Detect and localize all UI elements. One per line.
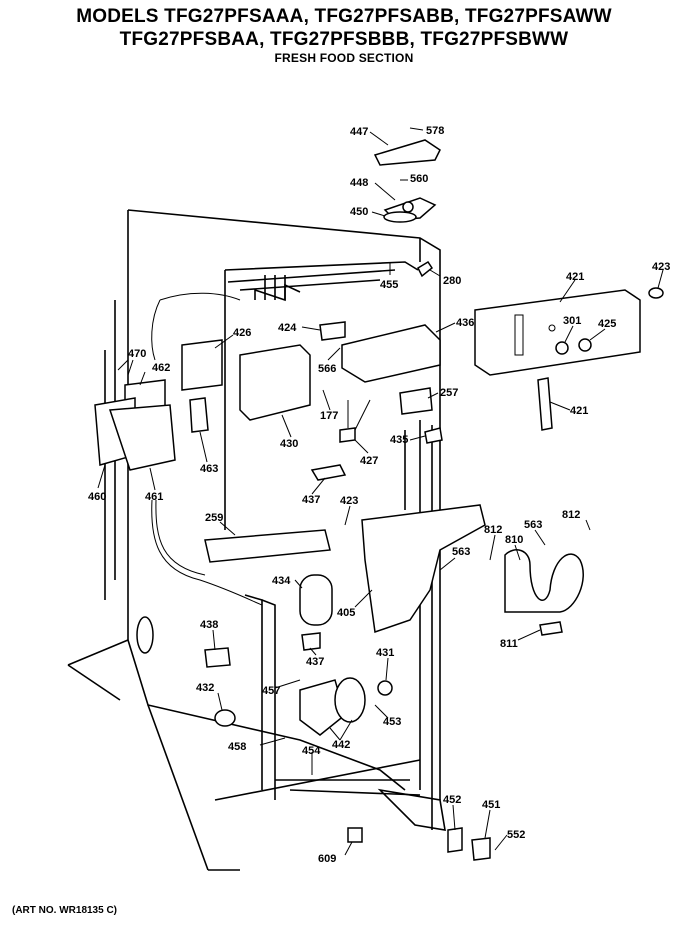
callout-563-lower: 563 <box>452 546 470 558</box>
part-431-grommet <box>377 680 393 696</box>
callout-462: 462 <box>152 362 170 374</box>
callout-423-top: 423 <box>652 261 670 273</box>
leader-lines <box>97 127 664 856</box>
diagram-section-title: FRESH FOOD SECTION <box>274 51 414 65</box>
callout-421-grille: 421 <box>570 405 588 417</box>
callout-563-upper: 563 <box>524 519 542 531</box>
callout-448: 448 <box>350 177 368 189</box>
diagram-title-line2: TFG27PFSBAA, TFG27PFSBBB, TFG27PFSBWW <box>119 29 569 50</box>
callout-812-right: 812 <box>562 509 580 521</box>
part-424-switch <box>319 321 346 341</box>
callout-463: 463 <box>200 463 218 475</box>
callout-810: 810 <box>505 534 523 546</box>
part-451-hinge-pin <box>471 837 491 861</box>
callout-438: 438 <box>200 619 218 631</box>
callout-labels: 447 578 448 560 450 280 455 421 423 424 … <box>88 125 670 865</box>
part-461-transformer-body <box>108 404 176 471</box>
part-434-diffuser <box>299 574 333 626</box>
callout-454: 454 <box>302 745 321 757</box>
callout-434: 434 <box>272 575 291 587</box>
part-810-heater <box>504 549 584 613</box>
art-number: (ART NO. WR18135 C) <box>12 905 118 916</box>
callout-423-lower: 423 <box>340 495 358 507</box>
callout-405: 405 <box>337 607 355 619</box>
callout-421-panel: 421 <box>566 271 584 283</box>
callout-453: 453 <box>383 716 401 728</box>
callout-461: 461 <box>145 491 163 503</box>
callout-427: 427 <box>360 455 378 467</box>
part-442-fan-motor <box>299 677 366 736</box>
callout-432: 432 <box>196 682 214 694</box>
part-437-plate <box>310 464 347 481</box>
part-259-duct <box>204 529 331 563</box>
callout-437-lower: 437 <box>306 656 324 668</box>
part-437-small-bracket <box>301 632 321 651</box>
callout-447: 447 <box>350 126 368 138</box>
callout-812-left: 812 <box>484 524 502 536</box>
callout-424: 424 <box>278 322 297 334</box>
callout-811: 811 <box>500 638 518 650</box>
callout-458: 458 <box>228 741 246 753</box>
part-435-clip <box>424 427 443 444</box>
part-450-bulb <box>383 211 417 223</box>
callout-609: 609 <box>318 853 336 865</box>
callout-455: 455 <box>380 279 398 291</box>
callout-430: 430 <box>280 438 298 450</box>
callout-435: 435 <box>390 434 408 446</box>
part-430-shield <box>239 344 311 421</box>
diagram-title-line1: MODELS TFG27PFSAAA, TFG27PFSABB, TFG27PF… <box>76 6 612 27</box>
callout-426: 426 <box>233 327 251 339</box>
part-436-control-housing <box>341 324 441 383</box>
callout-452: 452 <box>443 794 461 806</box>
part-423-bulb <box>648 287 664 299</box>
callout-257: 257 <box>440 387 458 399</box>
part-432-plug <box>214 709 236 727</box>
callout-457: 457 <box>262 685 280 697</box>
callout-470: 470 <box>128 348 146 360</box>
part-811-connector <box>539 621 563 636</box>
part-405-air-duct <box>361 504 486 634</box>
callout-451: 451 <box>482 799 500 811</box>
part-421-grille <box>537 377 553 431</box>
part-463-clip <box>189 397 209 433</box>
part-426-bracket <box>181 339 223 391</box>
part-421-control-panel <box>474 289 641 376</box>
part-280-bracket <box>417 260 434 278</box>
part-257-thermostat <box>399 387 433 415</box>
part-452-hinge <box>447 827 463 853</box>
callout-442: 442 <box>332 739 350 751</box>
callout-280: 280 <box>443 275 461 287</box>
callout-552: 552 <box>507 829 525 841</box>
callout-460: 460 <box>88 491 106 503</box>
part-438-fan-part <box>204 647 231 668</box>
callout-259: 259 <box>205 512 223 524</box>
callout-436: 436 <box>456 317 474 329</box>
part-side-grille <box>136 616 154 654</box>
callout-578: 578 <box>426 125 444 137</box>
callout-450: 450 <box>350 206 368 218</box>
part-427-harness <box>339 399 371 443</box>
callout-431: 431 <box>376 647 394 659</box>
callout-566: 566 <box>318 363 336 375</box>
callout-177: 177 <box>320 410 338 422</box>
callout-301: 301 <box>563 315 581 327</box>
callout-425: 425 <box>598 318 616 330</box>
callout-560: 560 <box>410 173 428 185</box>
part-609-bushing <box>347 827 363 843</box>
part-447-cover <box>373 139 441 166</box>
callout-437-upper: 437 <box>302 494 320 506</box>
